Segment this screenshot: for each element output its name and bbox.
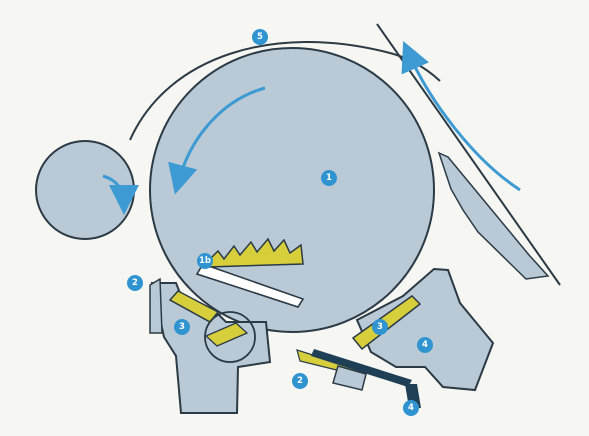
callout-right-blade: 3 [372, 319, 388, 335]
svg-text:2: 2 [132, 278, 138, 288]
callout-arc: 5 [252, 29, 268, 45]
svg-text:3: 3 [179, 322, 185, 332]
svg-text:1b: 1b [199, 256, 211, 266]
main-drum [150, 48, 434, 332]
callout-lever: 4 [403, 400, 419, 416]
svg-text:3: 3 [377, 322, 383, 332]
svg-text:4: 4 [422, 340, 428, 350]
callout-left-blade: 3 [174, 319, 190, 335]
callout-drum: 1 [321, 170, 337, 186]
left-roller [36, 141, 134, 239]
svg-text:5: 5 [257, 32, 263, 42]
right-wedge [439, 153, 548, 279]
svg-text:4: 4 [408, 403, 414, 413]
callout-upper-left: 2 [127, 275, 143, 291]
svg-text:1: 1 [326, 173, 332, 183]
callout-lower-left: 2 [292, 373, 308, 389]
svg-text:2: 2 [297, 376, 303, 386]
callout-comb: 1b [197, 253, 213, 269]
left-flap [150, 279, 162, 333]
callout-bracket: 4 [417, 337, 433, 353]
